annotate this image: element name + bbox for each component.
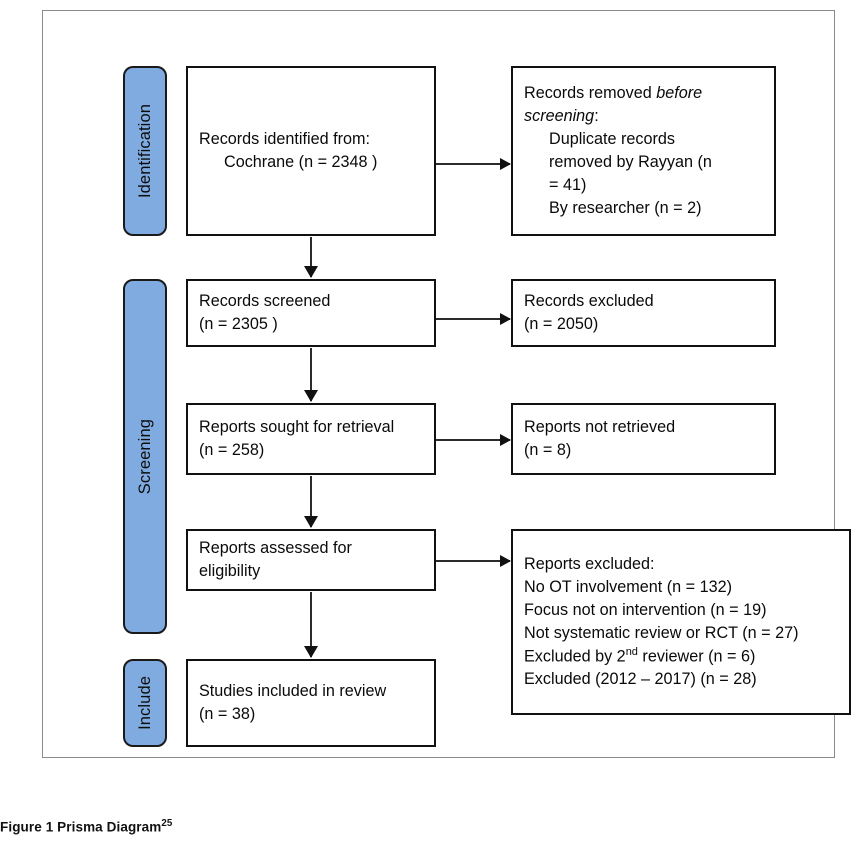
reports-assessed-line-2: eligibility bbox=[199, 562, 261, 580]
reports-sought-line-2: (n = 258) bbox=[199, 441, 265, 459]
box-reports-not-retrieved: Reports not retrieved (n = 8) bbox=[511, 403, 776, 475]
arrow-sought-to-assessed bbox=[310, 476, 312, 527]
stage-label-include: Include bbox=[135, 676, 154, 730]
reports-excluded-reason-4: Excluded by 2nd reviewer (n = 6) bbox=[524, 645, 838, 668]
records-removed-line-1-italic: before bbox=[656, 84, 703, 102]
stage-pill-identification: Identification bbox=[123, 66, 167, 236]
records-removed-line-5: = 41) bbox=[549, 176, 587, 194]
arrow-identified-to-removed bbox=[436, 163, 510, 165]
stage-label-screening: Screening bbox=[135, 418, 154, 495]
box-records-screened: Records screened (n = 2305 ) bbox=[186, 279, 436, 347]
reports-excluded-reason-1: No OT involvement (n = 132) bbox=[524, 577, 732, 596]
reports-sought-line-1: Reports sought for retrieval bbox=[199, 418, 395, 436]
arrow-assessed-to-included bbox=[310, 592, 312, 657]
reports-not-retrieved-line-1: Reports not retrieved bbox=[524, 418, 676, 436]
records-identified-line-2: Cochrane (n = 2348 ) bbox=[224, 153, 378, 171]
reports-excluded-reason-3: Not systematic review or RCT (n = 27) bbox=[524, 623, 799, 642]
reports-excluded-reason-4-suffix: reviewer (n = 6) bbox=[637, 647, 756, 666]
reports-excluded-reason-4-prefix: Excluded by 2 bbox=[524, 647, 626, 666]
arrow-screened-to-sought bbox=[310, 348, 312, 401]
records-screened-line-2: (n = 2305 ) bbox=[199, 315, 278, 333]
stage-pill-include: Include bbox=[123, 659, 167, 747]
records-removed-line-3: Duplicate records bbox=[549, 130, 675, 148]
box-records-removed-before-screening: Records removed before screening: Duplic… bbox=[511, 66, 776, 236]
stage-label-identification: Identification bbox=[135, 103, 154, 199]
box-reports-sought-for-retrieval: Reports sought for retrieval (n = 258) bbox=[186, 403, 436, 475]
reports-excluded-reason-4-superscript: nd bbox=[625, 645, 638, 658]
reports-excluded-reason-2: Focus not on intervention (n = 19) bbox=[524, 600, 767, 619]
box-records-excluded: Records excluded (n = 2050) bbox=[511, 279, 776, 347]
records-removed-line-2-italic: screening bbox=[524, 107, 595, 125]
stage-pill-screening: Screening bbox=[123, 279, 167, 634]
records-screened-line-1: Records screened bbox=[199, 292, 331, 310]
records-removed-line-2-suffix: : bbox=[594, 107, 599, 125]
records-removed-line-1: Records removed before bbox=[524, 82, 763, 105]
arrow-identified-to-screened bbox=[310, 237, 312, 277]
figure-caption-superscript: 25 bbox=[161, 818, 173, 829]
records-removed-line-2: screening: bbox=[524, 105, 763, 128]
studies-included-line-2: (n = 38) bbox=[199, 705, 256, 723]
records-removed-line-6: By researcher (n = 2) bbox=[549, 199, 702, 217]
figure-caption: Figure 1 Prisma Diagram25 bbox=[0, 818, 172, 835]
box-records-identified: Records identified from: Cochrane (n = 2… bbox=[186, 66, 436, 236]
records-removed-line-4: removed by Rayyan (n bbox=[549, 153, 712, 171]
arrow-sought-to-not-retrieved bbox=[436, 439, 510, 441]
box-reports-excluded-with-reasons: Reports excluded: No OT involvement (n =… bbox=[511, 529, 851, 715]
arrow-assessed-to-reports-excluded bbox=[436, 560, 510, 562]
box-reports-assessed-for-eligibility: Reports assessed for eligibility bbox=[186, 529, 436, 591]
reports-excluded-heading: Reports excluded: bbox=[524, 554, 655, 573]
studies-included-line-1: Studies included in review bbox=[199, 682, 387, 700]
arrow-screened-to-records-excluded bbox=[436, 318, 510, 320]
records-identified-line-1: Records identified from: bbox=[199, 130, 370, 148]
reports-not-retrieved-line-2: (n = 8) bbox=[524, 441, 572, 459]
box-studies-included-in-review: Studies included in review (n = 38) bbox=[186, 659, 436, 747]
reports-excluded-reason-5: Excluded (2012 – 2017) (n = 28) bbox=[524, 670, 757, 689]
figure-caption-text: Figure 1 Prisma Diagram bbox=[0, 819, 162, 835]
diagram-frame: Identification Screening Include Records… bbox=[42, 10, 851, 758]
records-removed-line-1-prefix: Records removed bbox=[524, 84, 657, 102]
reports-assessed-line-1: Reports assessed for bbox=[199, 539, 352, 557]
records-excluded-line-2: (n = 2050) bbox=[524, 315, 599, 333]
records-excluded-line-1: Records excluded bbox=[524, 292, 654, 310]
